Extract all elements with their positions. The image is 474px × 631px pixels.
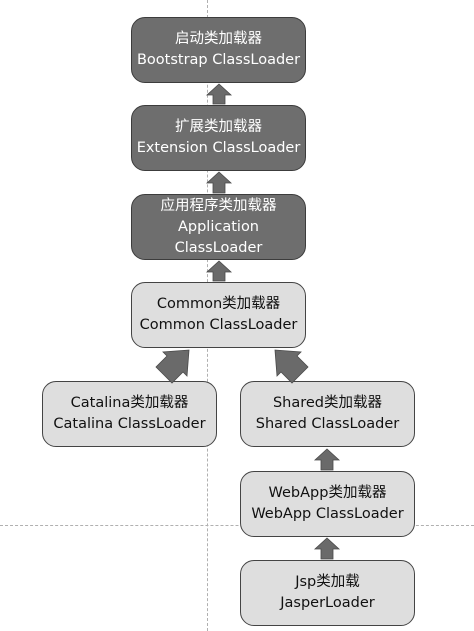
- application-en-label: Application ClassLoader: [174, 218, 263, 256]
- common-en-label: Common ClassLoader: [139, 317, 298, 333]
- arrow-up-icon: [205, 171, 233, 194]
- bootstrap-en-label: Bootstrap ClassLoader: [136, 52, 301, 68]
- arrow-diagonal-icon: [274, 349, 309, 384]
- extension-cn-label: 扩展类加载器: [175, 119, 262, 135]
- bootstrap-cn-label: 启动类加载器: [175, 31, 262, 47]
- webapp-classloader-box: WebApp类加载器 WebApp ClassLoader: [240, 471, 415, 537]
- webapp-cn-label: WebApp类加载器: [268, 485, 387, 501]
- shared-cn-label: Shared类加载器: [272, 395, 383, 411]
- common-cn-label: Common类加载器: [156, 296, 281, 312]
- jsp-cn-label: Jsp类加载: [295, 574, 360, 590]
- arrow-up-icon: [313, 448, 341, 471]
- webapp-en-label: WebApp ClassLoader: [251, 506, 404, 522]
- jsp-classloader-box: Jsp类加载 JasperLoader: [240, 560, 415, 626]
- jsp-en-label: JasperLoader: [280, 595, 375, 611]
- horizontal-guide-line: [0, 525, 474, 526]
- arrow-diagonal-icon: [155, 349, 190, 384]
- application-classloader-box: 应用程序类加载器 Application ClassLoader: [131, 194, 306, 260]
- common-classloader-box: Common类加载器 Common ClassLoader: [131, 282, 306, 348]
- arrow-up-icon: [313, 537, 341, 560]
- arrow-up-icon: [205, 83, 233, 105]
- catalina-cn-label: Catalina类加载器: [70, 395, 189, 411]
- shared-classloader-box: Shared类加载器 Shared ClassLoader: [240, 381, 415, 447]
- arrow-up-icon: [205, 260, 233, 282]
- extension-classloader-box: 扩展类加载器 Extension ClassLoader: [131, 105, 306, 171]
- bootstrap-classloader-box: 启动类加载器 Bootstrap ClassLoader: [131, 17, 306, 83]
- extension-en-label: Extension ClassLoader: [136, 140, 301, 156]
- catalina-en-label: Catalina ClassLoader: [53, 416, 206, 432]
- shared-en-label: Shared ClassLoader: [255, 416, 400, 432]
- catalina-classloader-box: Catalina类加载器 Catalina ClassLoader: [42, 381, 217, 447]
- application-cn-label: 应用程序类加载器: [160, 197, 277, 214]
